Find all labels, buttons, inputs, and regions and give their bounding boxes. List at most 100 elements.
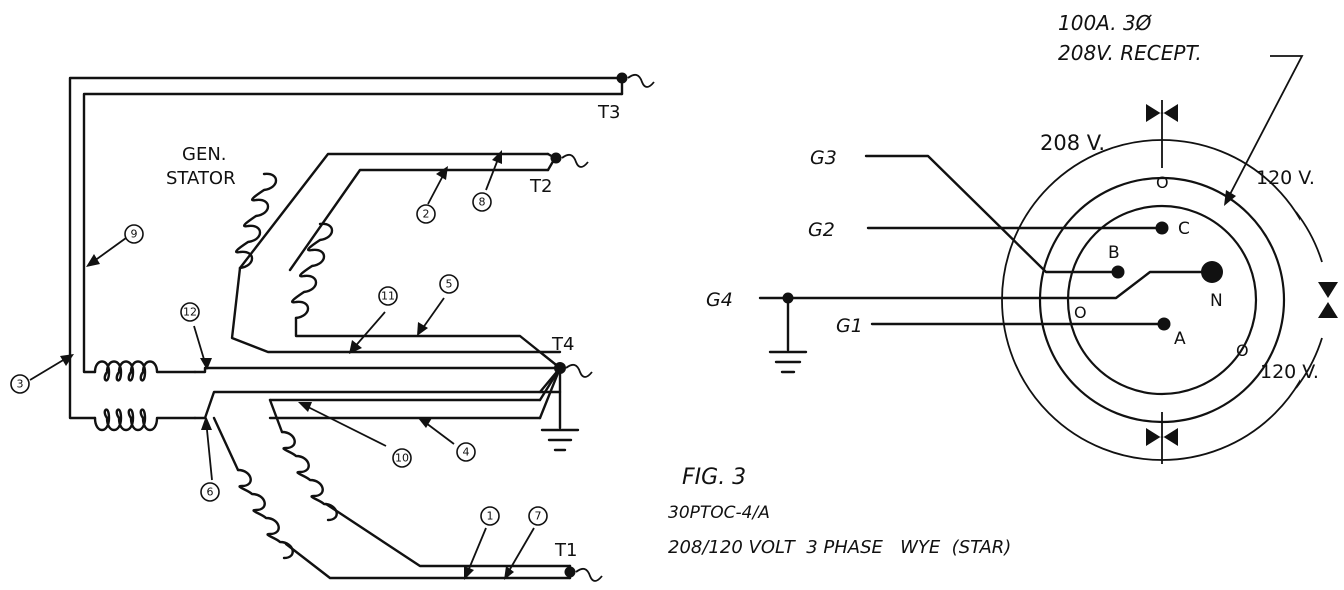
- arrow-12-head: [200, 358, 212, 370]
- coil-10: [280, 430, 338, 522]
- mount-hole-left: O: [1074, 303, 1087, 322]
- contact-b: [1111, 265, 1125, 279]
- arrow-1: [465, 527, 487, 577]
- terminal-t2-label: T2: [529, 176, 552, 197]
- arrow-10: [301, 403, 387, 447]
- receptacle-rating-line1: 100A. 3Ø: [1058, 11, 1153, 35]
- arrow-7-head: [504, 566, 514, 580]
- terminal-t3-label: T3: [597, 102, 620, 123]
- arrow-11: [351, 311, 386, 351]
- lead-label-3: 3: [17, 378, 24, 391]
- g4-wire: [758, 270, 1212, 300]
- contact-c-label: C: [1178, 219, 1190, 239]
- lead-8-wire: [238, 152, 550, 270]
- contact-a: [1157, 317, 1171, 331]
- arrow-9-head: [86, 254, 100, 267]
- lead-label-1: 1: [487, 510, 494, 523]
- terminal-t4-label: T4: [551, 334, 574, 355]
- receptacle-inner-ring: [1066, 204, 1258, 396]
- lead-2-wire: [288, 168, 550, 272]
- coil-6: [93, 408, 197, 432]
- mount-hole-top: O: [1156, 173, 1169, 192]
- lead-1-wire: [284, 542, 572, 580]
- bubble-8: [472, 192, 492, 212]
- lead-3-wire: [68, 76, 624, 420]
- arrow-6-head: [201, 416, 212, 430]
- lead-label-5: 5: [446, 278, 453, 291]
- bubble-11: [378, 286, 398, 306]
- t1-lead-tail: [575, 567, 603, 582]
- contact-n-label: N: [1210, 291, 1223, 311]
- lead-label-11: 11: [381, 290, 395, 303]
- right-arc-top: [1295, 211, 1323, 263]
- contact-a-label: A: [1174, 329, 1186, 349]
- contact-n: [1201, 261, 1223, 283]
- t2-terminal-dot: [550, 152, 562, 164]
- arrow-8-head: [492, 150, 502, 164]
- g2-label: G2: [808, 219, 835, 241]
- arrow-7: [505, 527, 535, 577]
- figure-code: 30PTOC-4/A: [668, 503, 770, 523]
- t4-fan-d: [538, 366, 562, 420]
- receptacle-rating-line2: 208V. RECEPT.: [1058, 41, 1202, 65]
- top-dimension-tick: [1146, 104, 1178, 122]
- figure-number: FIG. 3: [682, 465, 746, 490]
- g3-label: G3: [810, 147, 837, 169]
- terminal-t1-label: T1: [554, 540, 577, 561]
- lead-6-drop: [212, 416, 240, 472]
- bubble-5: [439, 274, 459, 294]
- receptacle-schematic: 100A. 3Ø 208V. RECEPT. O O O: [706, 11, 1344, 464]
- contact-c: [1155, 221, 1169, 235]
- stator-title-line2: STATOR: [166, 168, 236, 189]
- t3-terminal-dot: [616, 72, 628, 84]
- receptacle-outer-ring: [1038, 176, 1286, 424]
- g1-label: G1: [836, 315, 863, 337]
- lead-9-wire: [82, 92, 624, 374]
- figure-caption: FIG. 3 30PTOC-4/A 208/120 VOLT 3 PHASE W…: [668, 465, 1011, 558]
- t4-lead-tail: [565, 363, 593, 378]
- coil-12: [93, 360, 197, 382]
- g3-wire: [864, 154, 1120, 274]
- lead-label-6: 6: [207, 486, 214, 499]
- t1-terminal-dot: [564, 566, 576, 578]
- stator-schematic: 3 9 12 11 5 2 8 10 4 6 1 7 GEN. STATOR: [10, 72, 655, 582]
- lead-number-bubbles: 3 9 12 11 5 2 8 10 4 6 1 7: [10, 192, 548, 526]
- t3-lead-tail: [627, 73, 655, 88]
- bubble-9: [124, 224, 144, 244]
- figure-description: 208/120 VOLT 3 PHASE WYE (STAR): [668, 537, 1011, 558]
- arrow-4-head: [418, 418, 432, 428]
- bubble-3: [10, 374, 30, 394]
- contact-b-label: B: [1108, 243, 1120, 263]
- lead-7-wire: [324, 502, 572, 568]
- right-arc-bottom: [1295, 337, 1323, 389]
- lead-11-wire: [230, 266, 562, 354]
- lead-label-12: 12: [183, 306, 197, 319]
- arrow-2-head: [436, 166, 448, 180]
- arc-mask: [1300, 160, 1344, 460]
- lead-10-drop: [268, 398, 284, 434]
- bubble-12: [180, 302, 200, 322]
- voltage-208-label: 208 V.: [1040, 131, 1105, 155]
- arrow-1-head: [464, 566, 474, 580]
- lead-label-10: 10: [395, 452, 409, 465]
- lead-arrows: [29, 150, 535, 580]
- rating-pointer-line: [1225, 55, 1304, 203]
- lead-label-7: 7: [535, 510, 542, 523]
- coil-8: [234, 172, 278, 270]
- lead-5-wire: [294, 316, 562, 370]
- lead-12-wire: [193, 366, 562, 374]
- coil-2: [290, 222, 334, 320]
- bottom-dimension-tick: [1146, 428, 1178, 446]
- arrow-11-head: [349, 340, 362, 354]
- voltage-120-top-label: 120 V.: [1256, 167, 1315, 189]
- lead-label-2: 2: [423, 208, 430, 221]
- lead-label-4: 4: [463, 446, 470, 459]
- voltage-120-bottom-label: 120 V.: [1260, 361, 1319, 383]
- bubble-7: [528, 506, 548, 526]
- stator-title-line1: GEN.: [182, 144, 227, 165]
- arrow-5-head: [417, 322, 428, 336]
- arrow-10-head: [298, 402, 312, 412]
- lead-label-8: 8: [479, 196, 486, 209]
